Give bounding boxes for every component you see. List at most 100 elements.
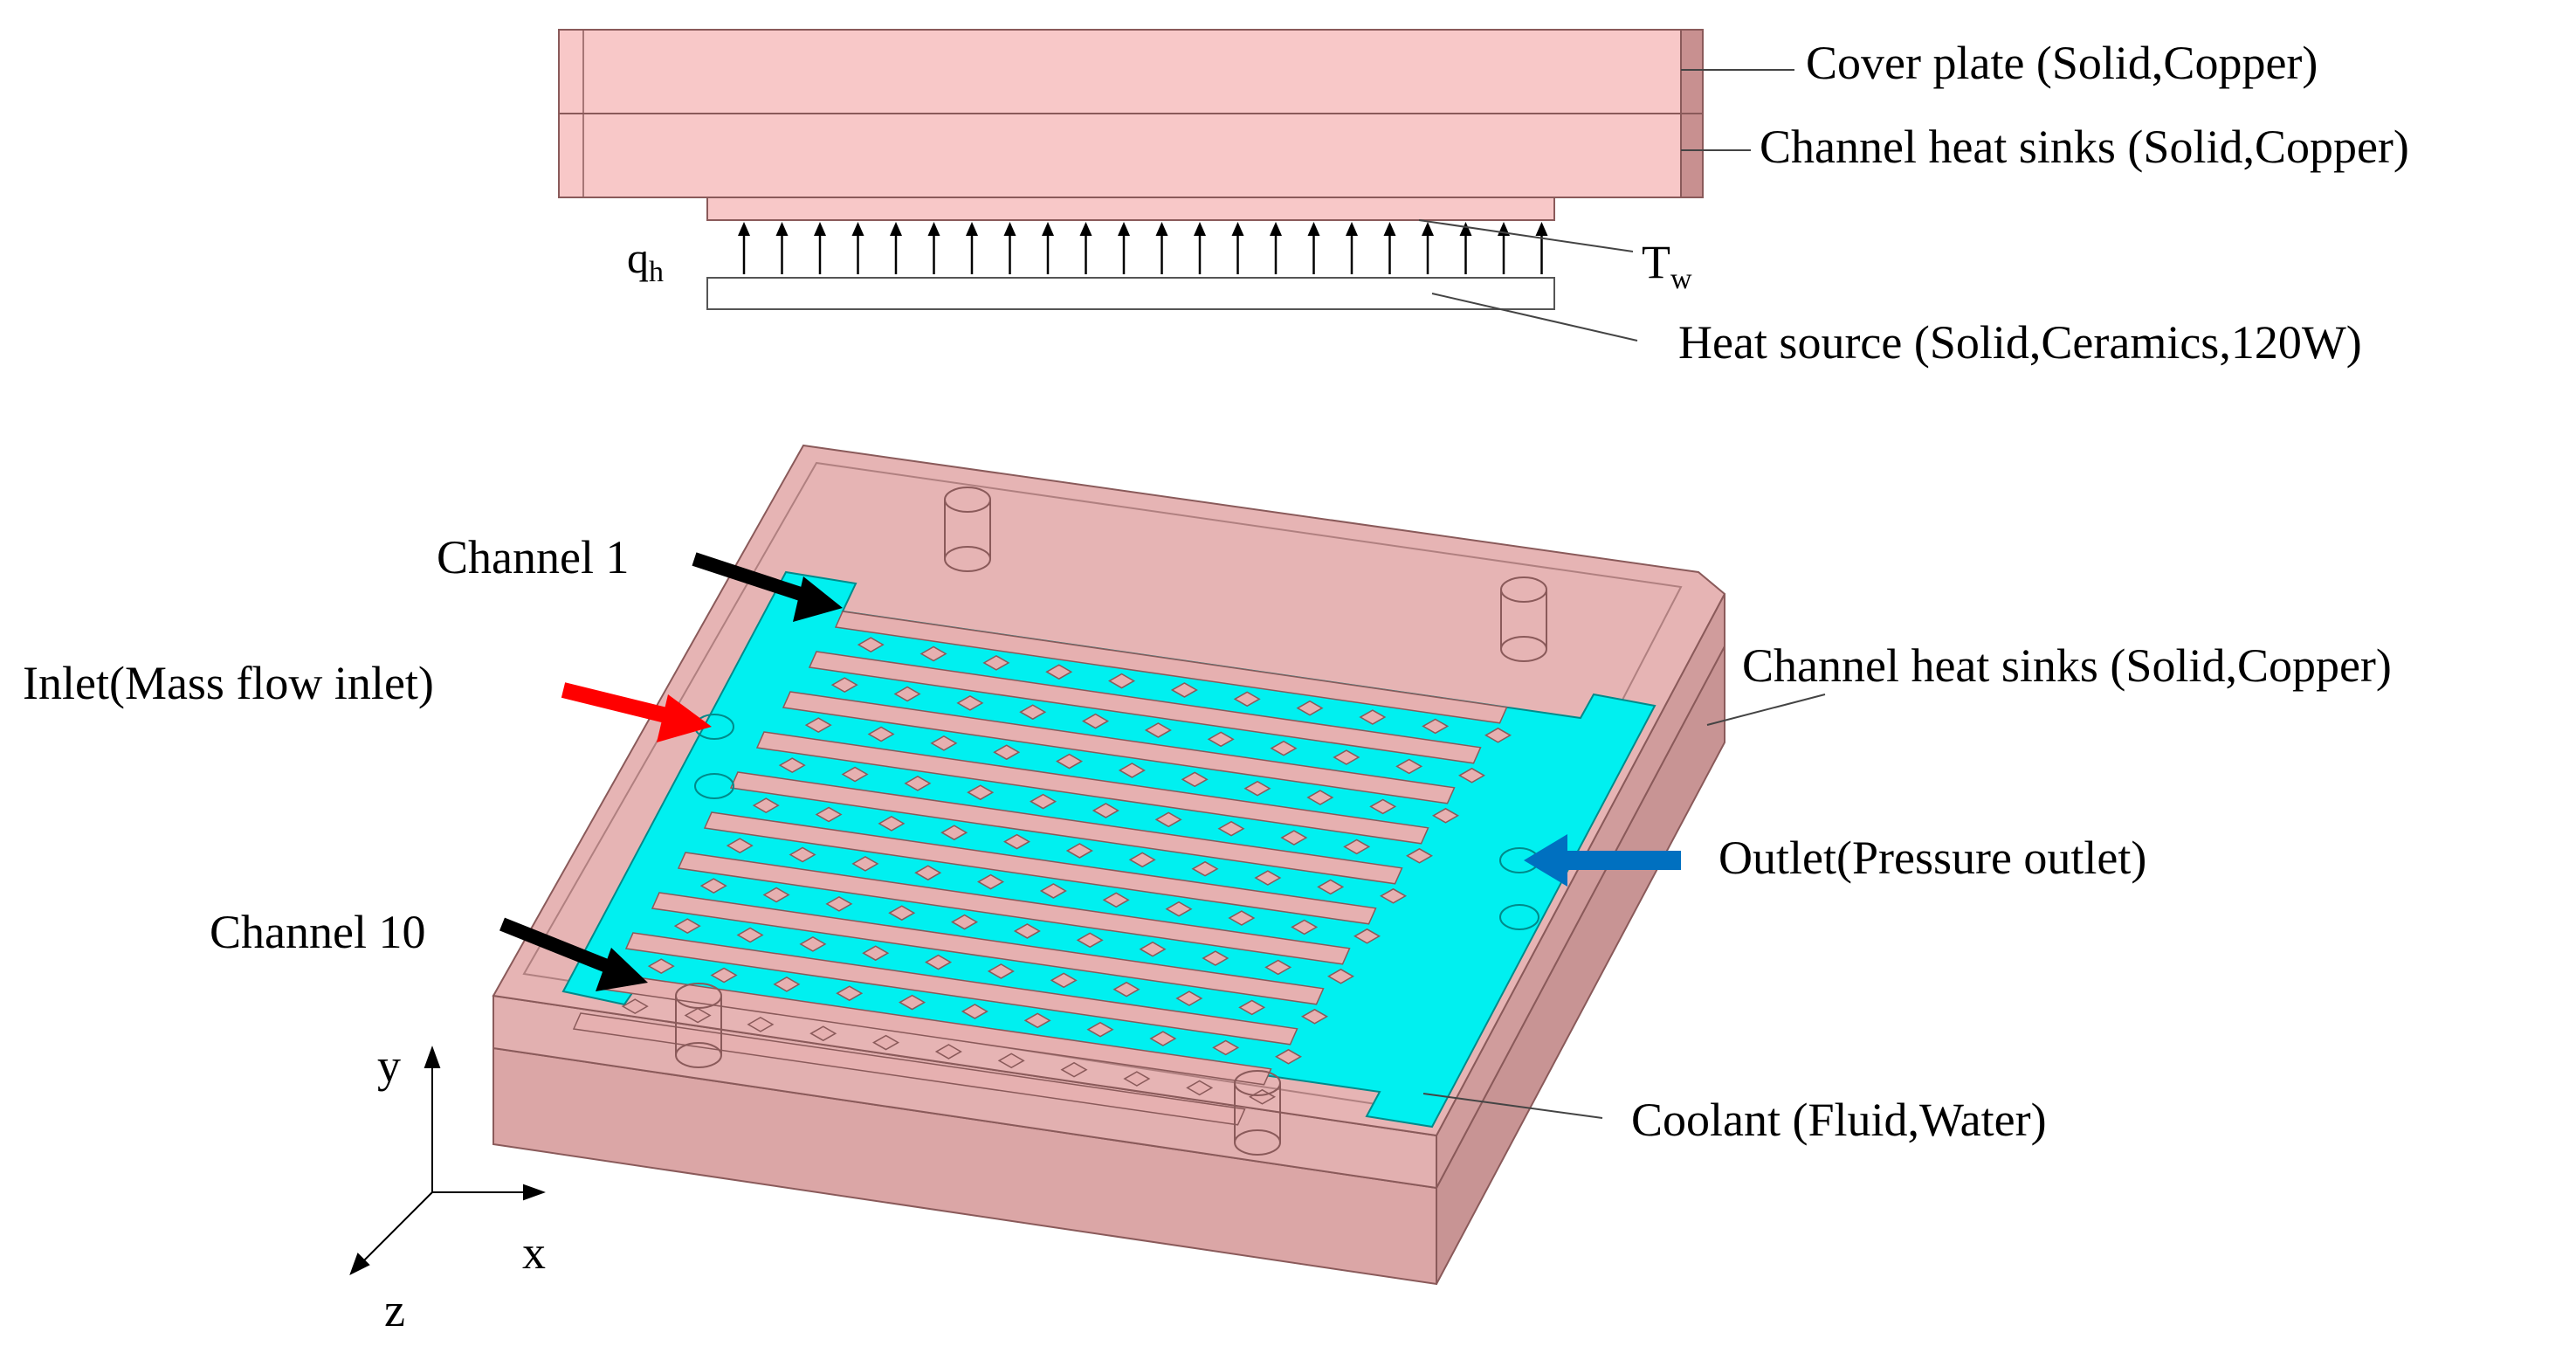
pin-fin [1212,1039,1240,1056]
pin-fin [1457,767,1486,783]
pin-fin [1186,1080,1214,1096]
pin-fin [673,918,701,934]
pin-fin [1484,727,1512,743]
pin-fin [1326,968,1355,984]
pin-fin [830,677,858,693]
pin-fin [893,686,921,702]
heat-flux-arrowhead [1003,222,1016,236]
heat-flux-arrowhead [890,222,902,236]
pin-fin [982,654,1010,671]
pin-fin [914,865,942,881]
pin-fin [1217,820,1245,837]
channel-fin [755,731,1429,845]
pin-fin [1379,887,1408,904]
pin-fin [1139,941,1167,957]
pin-fins [621,637,1512,1105]
pin-fin [684,1007,712,1024]
pin-fin [1118,763,1146,778]
pin-fin [1333,749,1360,765]
heat-flux-arrowhead [775,222,789,236]
coordinate-axes [349,1046,546,1276]
pin-fin [967,784,995,801]
pin-fin [1039,883,1067,899]
pin-fin [1270,740,1298,756]
pin-fin [1280,830,1308,846]
label-coolant: Coolant (Fluid,Water) [1631,1094,2047,1146]
heat-flux-arrowhead [927,222,940,236]
pin-fin [1359,709,1387,725]
heat-flux-arrowhead [966,222,978,236]
pin-fin [621,998,649,1014]
heat-flux-arrowhead [1535,222,1548,236]
pin-fin [1112,981,1140,997]
pin-fin [977,873,1005,890]
axis-label-z: z [384,1284,405,1336]
label-channel-heat-sinks-iso: Channel heat sinks (Solid,Copper) [1742,639,2392,692]
pin-fin [1050,972,1078,989]
pin-fin [997,1053,1025,1069]
pin-fin [1086,1021,1114,1038]
outlet-arrow [1524,834,1681,887]
pin-fin [1065,843,1093,859]
pin-fin [1102,892,1130,908]
pin-fin [647,958,675,974]
pin-fin [888,905,916,921]
channel-heat-sink-layer-edge [1680,113,1704,198]
pin-fin [904,775,932,791]
pin-fin [1170,682,1198,698]
pin-fin [993,744,1021,761]
pin-fin [878,815,906,832]
pin-fin [1045,664,1073,680]
axis-label-x: x [522,1226,546,1279]
pin-fin [1228,910,1256,926]
pin-fin [1202,950,1229,966]
pin-fin [699,878,727,894]
heat-flux-arrowhead [1459,222,1472,236]
pin-fin [736,927,764,943]
pin-fin [925,954,953,970]
heat-flux-arrowhead [1194,222,1206,236]
pin-fin [930,735,958,751]
isometric-view: Channel 1 Inlet(Mass flow inlet) Channel… [23,444,2392,1286]
pin-fin [789,846,816,863]
pin-fin [836,985,864,1002]
inlet-arrow [561,682,712,742]
label-wall-temperature: Tw [1642,236,1692,295]
pin-fin [762,887,790,903]
channel-fin [651,892,1325,1005]
pin-fin [815,806,843,823]
pin-fin [1030,793,1057,810]
pin-fin [872,1034,900,1051]
label-inlet: Inlet(Mass flow inlet) [23,657,434,709]
cover-plate [558,29,1704,114]
pin-fin [825,895,853,912]
pin-fin [1092,803,1119,818]
channel-fin [624,932,1298,1046]
pin-fin [1191,860,1219,877]
channel-fin [808,651,1482,764]
heat-flux-arrowhead [1042,222,1054,236]
pin-fin [1023,1012,1051,1029]
pin-fin [920,645,947,662]
heat-flux-arrowhead [1307,222,1320,236]
pin-fin [1238,999,1266,1016]
pin-fin [1254,870,1282,886]
label-heat-flux: qh [627,233,664,288]
pin-fin [1013,923,1041,939]
heat-flux-arrowhead [851,222,864,236]
label-cover-plate: Cover plate (Solid,Copper) [1806,37,2318,89]
pin-fin [1369,798,1397,815]
pin-fin [752,797,780,813]
pin-fin [956,694,984,711]
pin-fin [951,914,979,930]
pin-fin [1243,780,1271,797]
heat-sink-base-strip [706,197,1555,221]
label-channel-10: Channel 10 [210,906,425,958]
pin-fin [862,945,890,962]
pin-fin [1056,753,1084,770]
heat-flux-arrowhead [738,222,750,236]
pin-fin [1207,731,1235,748]
pin-fin [899,994,926,1011]
pin-fin [1395,758,1423,775]
pin-fin [1181,771,1209,788]
